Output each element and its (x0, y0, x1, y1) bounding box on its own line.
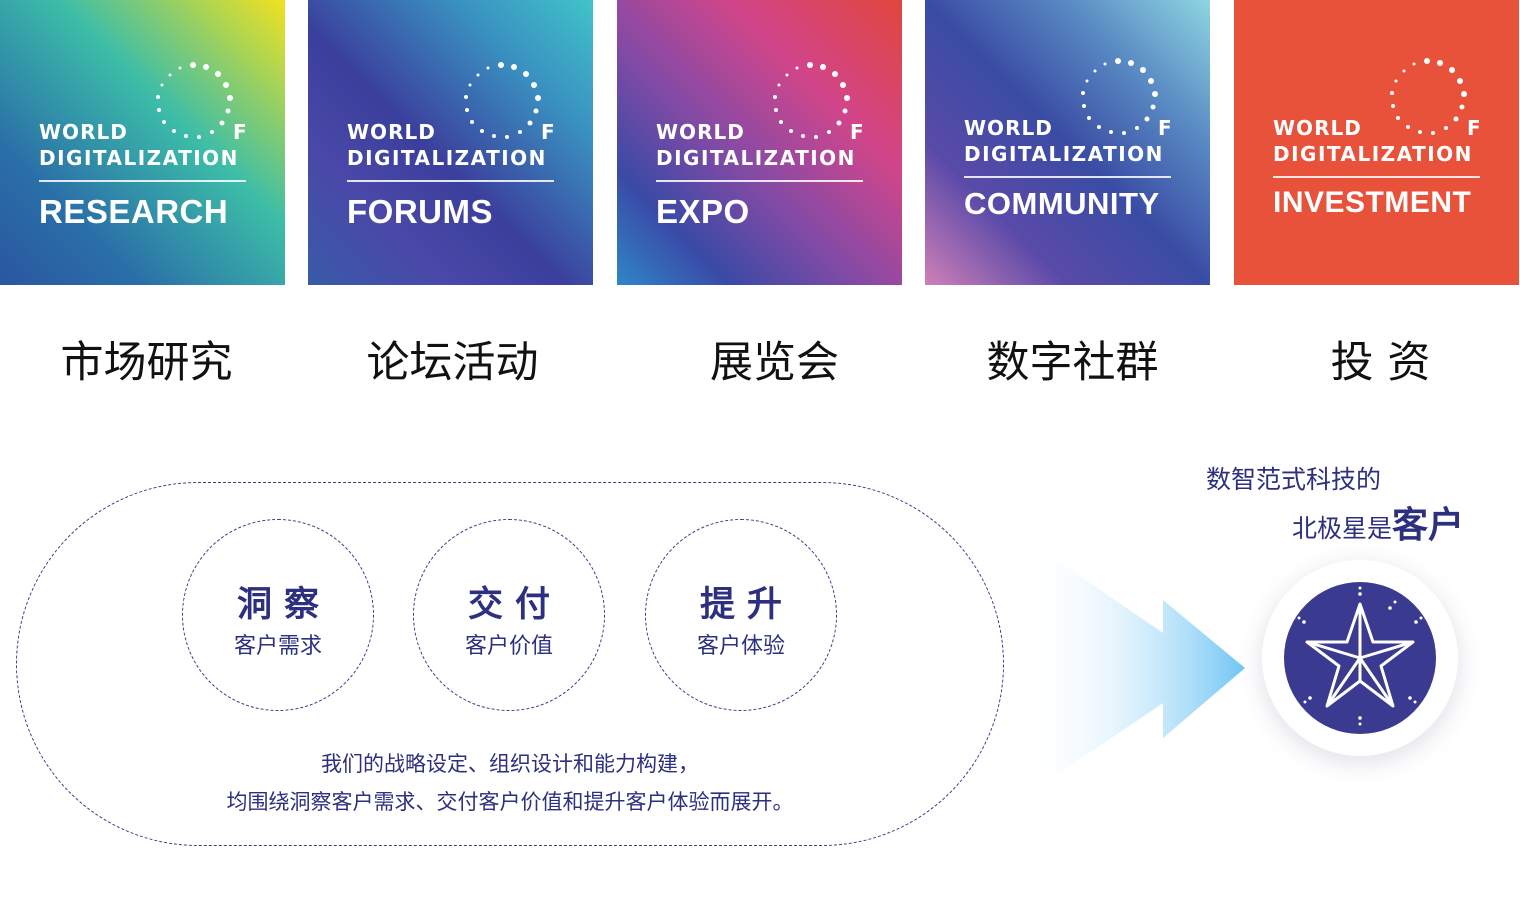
pillar-subtitle: 客户需求 (233, 634, 322, 659)
divider (1273, 176, 1480, 178)
brand-f: F (850, 120, 864, 144)
label-forums: 论坛活动 (366, 338, 539, 388)
wodf-logo-ring-icon (1081, 58, 1158, 135)
wodf-logo-ring-icon (773, 62, 850, 139)
brand-digitalization: DIGITALIZATION (347, 146, 547, 170)
brand-f: F (1467, 116, 1481, 140)
brand-digitalization: DIGITALIZATION (1273, 142, 1473, 166)
brand-f: F (541, 120, 555, 144)
goal-prefix: 北极星是 (1292, 514, 1393, 543)
label-investment: 投 资 (1330, 338, 1431, 388)
card-category: EXPO (656, 193, 750, 230)
pillar-title: 交付 (467, 585, 562, 625)
label-expo: 展览会 (710, 338, 839, 388)
goal-customer: 客户 (1392, 505, 1465, 546)
wodf-logo-ring-icon (1390, 58, 1467, 135)
divider (347, 180, 554, 182)
label-research: 市场研究 (60, 338, 233, 388)
card-category: FORUMS (347, 193, 493, 230)
wodf-logo-ring-icon (464, 62, 541, 139)
wodf-logo-ring-icon (156, 62, 233, 139)
divider (964, 176, 1171, 178)
pillar-insight: 洞察 客户需求 (182, 519, 374, 711)
pillar-delivery: 交付 客户价值 (413, 519, 605, 711)
card-category: COMMUNITY (964, 186, 1160, 221)
brand-digitalization: DIGITALIZATION (39, 146, 239, 170)
card-category: INVESTMENT (1273, 186, 1472, 219)
brand-world: WORLD (39, 120, 128, 144)
brand-world: WORLD (656, 120, 745, 144)
pillar-subtitle: 客户价值 (464, 634, 553, 659)
arrow-right-icon (1020, 535, 1245, 800)
pillar-subtitle: 客户体验 (696, 634, 785, 659)
strategy-pill (16, 482, 1004, 846)
card-research[interactable]: WORLD F DIGITALIZATION RESEARCH (0, 0, 285, 285)
card-investment[interactable]: WORLD F DIGITALIZATION INVESTMENT (1234, 0, 1519, 285)
brand-world: WORLD (347, 120, 436, 144)
brand-digitalization: DIGITALIZATION (656, 146, 856, 170)
pillar-improve: 提升 客户体验 (645, 519, 837, 711)
goal-line-2: 北极星是客户 (1292, 496, 1464, 548)
divider (656, 180, 863, 182)
statement-line-1: 我们的战略设定、组织设计和能力构建， (321, 752, 699, 776)
brand-digitalization: DIGITALIZATION (964, 142, 1164, 166)
card-expo[interactable]: WORLD F DIGITALIZATION EXPO (617, 0, 902, 285)
brand-f: F (1158, 116, 1172, 140)
brand-world: WORLD (964, 116, 1053, 140)
brand-f: F (233, 120, 247, 144)
card-category: RESEARCH (39, 193, 229, 230)
north-star-badge (1262, 560, 1458, 756)
goal-line-1: 数智范式科技的 (1206, 465, 1382, 494)
label-community: 数字社群 (986, 338, 1159, 388)
card-community[interactable]: WORLD F DIGITALIZATION COMMUNITY (925, 0, 1210, 285)
statement-line-2: 均围绕洞察客户需求、交付客户价值和提升客户体验而展开。 (226, 790, 794, 814)
pillar-title: 洞察 (236, 585, 331, 625)
pillar-title: 提升 (699, 585, 794, 625)
divider (39, 180, 246, 182)
card-forums[interactable]: WORLD F DIGITALIZATION FORUMS (308, 0, 593, 285)
brand-world: WORLD (1273, 116, 1362, 140)
north-star-icon (1284, 582, 1436, 734)
